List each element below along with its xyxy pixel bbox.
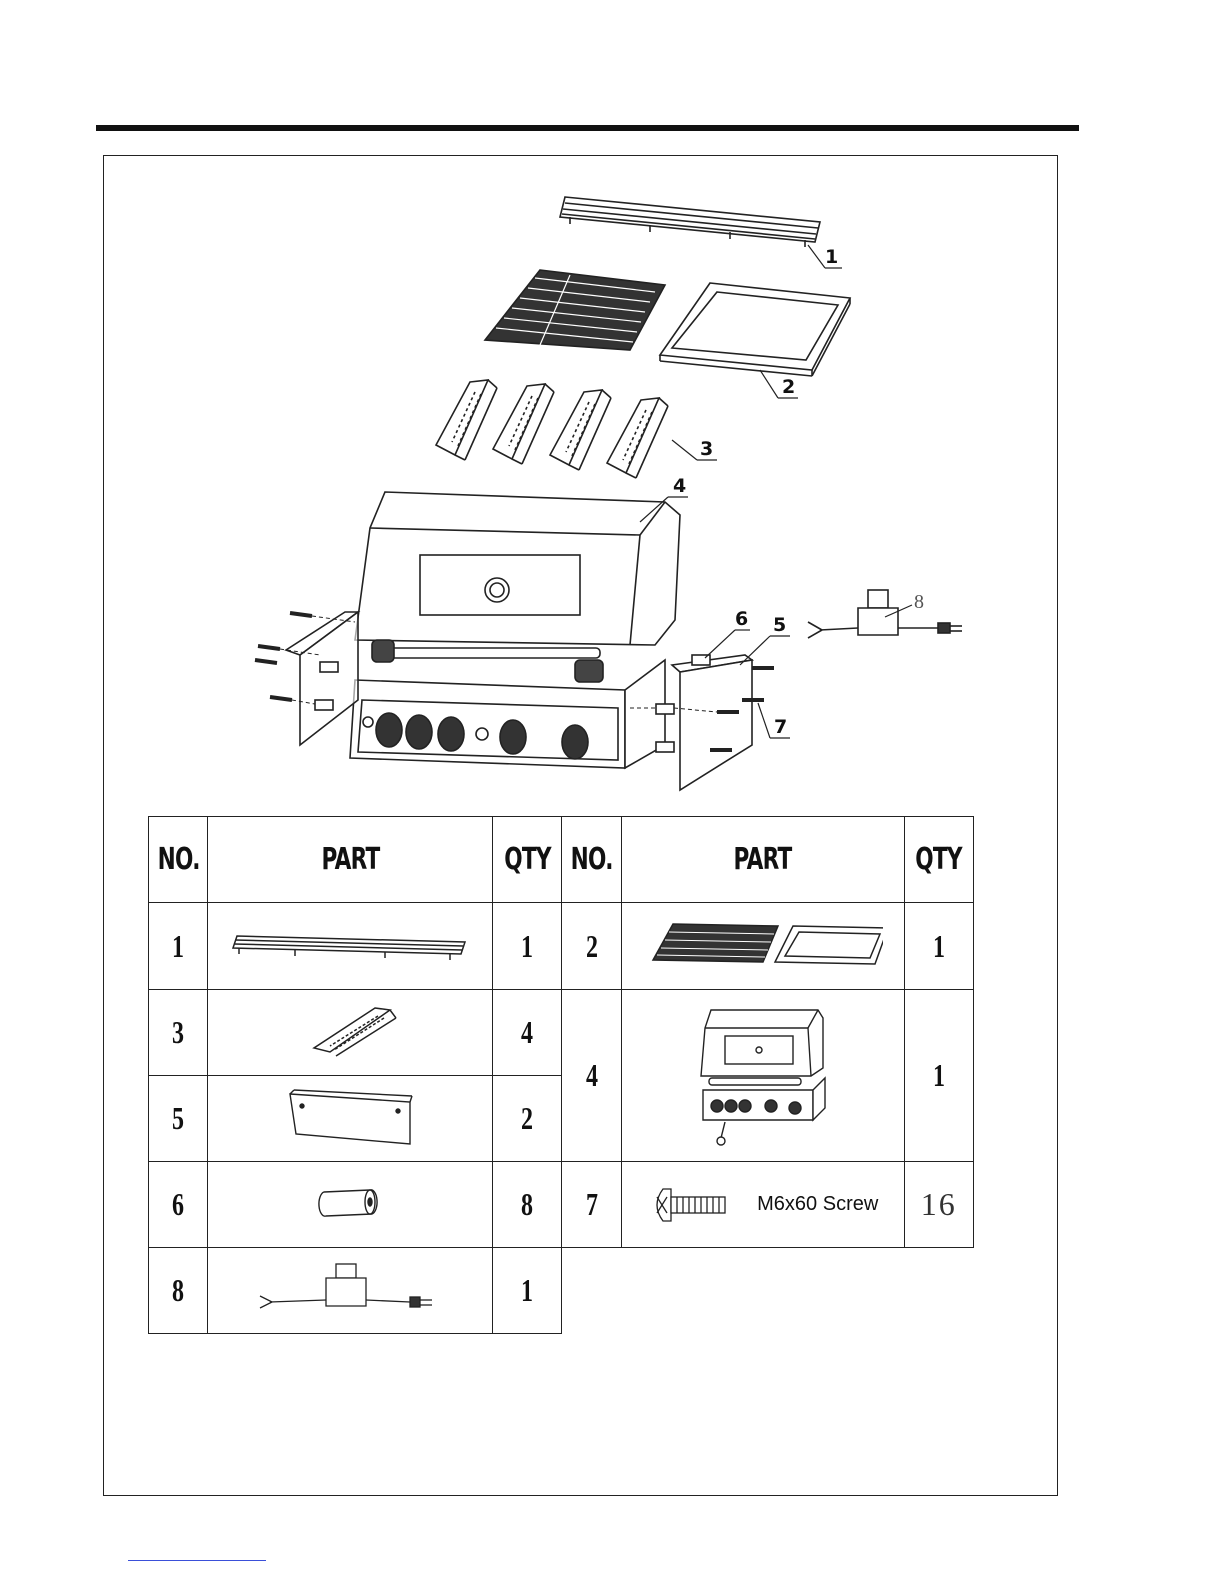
row-8-part-image xyxy=(208,1248,493,1334)
screw-label: M6x60 Screw xyxy=(757,1193,878,1216)
grill-head-icon xyxy=(683,998,843,1148)
header-no-left: NO. xyxy=(157,817,200,903)
row-1-part-image xyxy=(208,903,493,990)
row-3-qty: 4 xyxy=(493,990,562,1076)
igniter-icon xyxy=(250,1256,450,1320)
callout-7: 7 xyxy=(774,716,787,738)
griddle-frame-drawing xyxy=(660,283,850,376)
row-3-part-image xyxy=(208,990,493,1076)
igniter-drawing xyxy=(808,590,962,638)
row-2-part-image xyxy=(621,903,904,990)
grate-and-griddle-icon xyxy=(643,914,883,974)
header-qty-right: QTY xyxy=(914,817,964,903)
row-2-no: 2 xyxy=(562,903,621,990)
warming-rack-icon xyxy=(225,924,475,964)
row-2-qty: 1 xyxy=(904,903,973,990)
callout-4: 4 xyxy=(673,475,686,497)
parts-table: NO. PART QTY NO. PART QTY 1 1 2 xyxy=(148,816,974,1334)
header-rule xyxy=(96,125,1079,131)
row-4-no: 4 xyxy=(562,990,621,1162)
row-6-qty: 8 xyxy=(493,1162,562,1248)
footer-link-underline[interactable] xyxy=(128,1560,266,1561)
row-5-part-image xyxy=(208,1076,493,1162)
flame-tamer-icon xyxy=(300,1000,400,1060)
empty-cell xyxy=(562,1248,973,1334)
callout-6: 6 xyxy=(735,608,748,630)
header-part-right: PART xyxy=(661,817,865,903)
callout-8: 8 xyxy=(914,591,924,613)
row-6-part-image xyxy=(208,1162,493,1248)
row-8-qty: 1 xyxy=(493,1248,562,1334)
row-5-qty: 2 xyxy=(493,1076,562,1162)
cooking-grate-drawing xyxy=(485,270,665,350)
row-1-qty: 1 xyxy=(493,903,562,990)
callout-5: 5 xyxy=(773,614,786,636)
spacer-icon xyxy=(310,1180,390,1224)
callout-2: 2 xyxy=(782,376,795,398)
flame-tamers-drawing xyxy=(436,380,668,478)
row-7-part-image: M6x60 Screw xyxy=(621,1162,904,1248)
header-part-left: PART xyxy=(248,817,453,903)
row-6-no: 6 xyxy=(149,1162,208,1248)
row-8-no: 8 xyxy=(149,1248,208,1334)
row-7-no: 7 xyxy=(562,1162,621,1248)
side-panel-icon xyxy=(280,1084,420,1148)
row-4-qty: 1 xyxy=(904,990,973,1162)
callout-3: 3 xyxy=(700,438,713,460)
row-4-part-image xyxy=(621,990,904,1162)
header-no-right: NO. xyxy=(570,817,613,903)
row-7-qty: 16 xyxy=(904,1162,973,1248)
screw-icon xyxy=(647,1183,731,1227)
row-3-no: 3 xyxy=(149,990,208,1076)
callout-1: 1 xyxy=(825,246,838,268)
exploded-diagram: 1 2 3 4 5 6 7 8 xyxy=(230,185,990,805)
row-5-no: 5 xyxy=(149,1076,208,1162)
row-1-no: 1 xyxy=(149,903,208,990)
grill-head-drawing xyxy=(350,492,680,768)
warming-rack-drawing xyxy=(560,197,820,247)
header-qty-left: QTY xyxy=(503,817,553,903)
